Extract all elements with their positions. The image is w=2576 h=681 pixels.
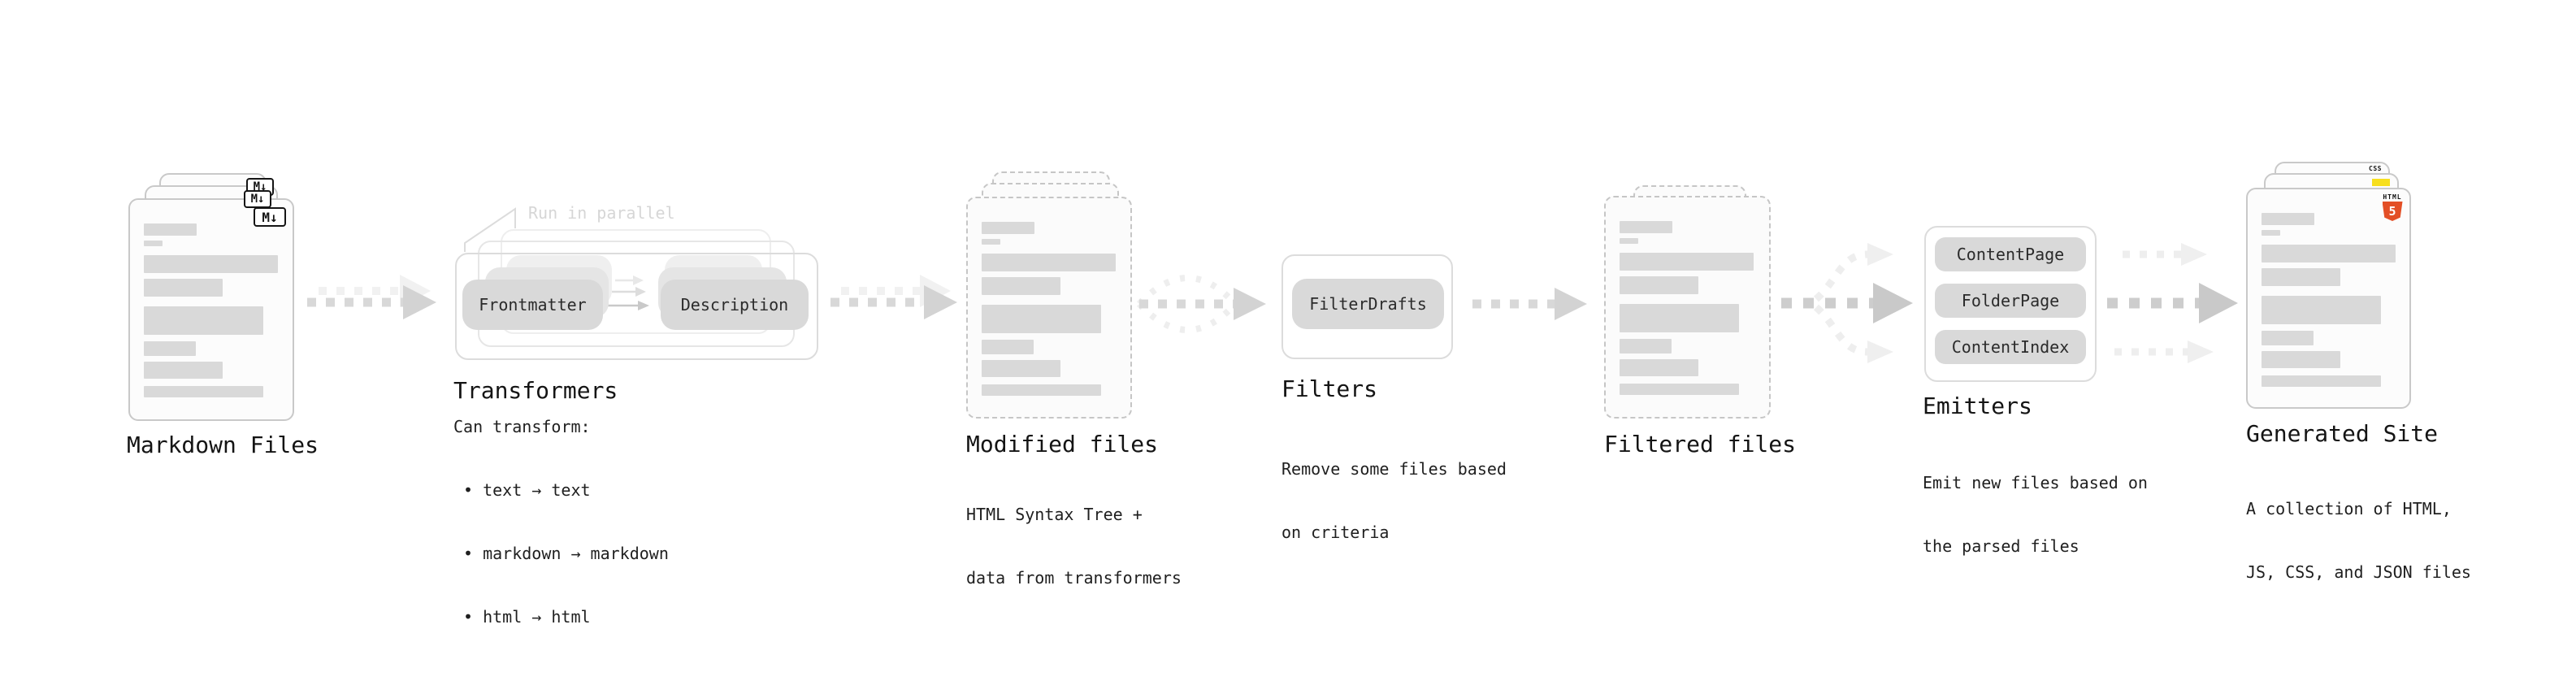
markdown-file-card-front: M↓ (128, 198, 294, 421)
arrow-markdown-to-transformers (307, 275, 436, 319)
filtered-file-card-front (1604, 196, 1771, 419)
description-line: JS, CSS, and JSON files (2246, 562, 2471, 582)
html5-icon: HTML 5 (2382, 193, 2403, 221)
filtered-files-label: Filtered files (1604, 431, 1797, 458)
bullet-item: • markdown → markdown (463, 544, 669, 563)
html5-icon-word: HTML (2383, 193, 2402, 201)
arrow-emitters-to-generated (2107, 243, 2238, 363)
filters-description: Remove some files based on criteria (1281, 416, 1507, 585)
modified-files-label: Modified files (966, 431, 1159, 458)
markdown-icon-glyph: M↓ (262, 209, 278, 225)
modified-files-description: HTML Syntax Tree + data from transformer… (966, 462, 1182, 631)
markdown-icon: M↓ (254, 207, 286, 227)
description-line: A collection of HTML, (2246, 499, 2452, 518)
transformer-layer-front (455, 253, 818, 360)
description-line: Emit new files based on (1923, 473, 2148, 492)
description-line: Remove some files based (1281, 459, 1507, 479)
js-icon (2372, 179, 2390, 186)
transformers-label: Transformers (453, 377, 618, 404)
filterdrafts-pill: FilterDrafts (1292, 279, 1444, 329)
transformers-description: Can transform: (453, 417, 591, 436)
contentindex-pill: ContentIndex (1935, 330, 2086, 364)
bullet-item: • html → html (463, 607, 591, 627)
markdown-icon-glyph: M↓ (250, 193, 265, 206)
emitters-description: Emit new files based on the parsed files (1923, 430, 2148, 599)
folderpage-pill: FolderPage (1935, 284, 2086, 318)
arrow-filters-to-filtered (1472, 288, 1587, 320)
contentpage-pill: ContentPage (1935, 237, 2086, 271)
markdown-files-label: Markdown Files (127, 432, 319, 458)
generated-site-label: Generated Site (2246, 420, 2439, 447)
markdown-icon: M↓ (244, 190, 271, 208)
frontmatter-pill: Frontmatter (462, 280, 603, 330)
generated-site-description: A collection of HTML, JS, CSS, and JSON … (2246, 456, 2471, 625)
transformers-bullet-list: • text → text • markdown → markdown • ht… (463, 437, 669, 670)
html5-icon-shield: 5 (2382, 202, 2403, 221)
emitters-label: Emitters (1923, 393, 2032, 419)
description-line: data from transformers (966, 568, 1182, 588)
modified-file-card-front (966, 197, 1132, 419)
bullet-item: • text → text (463, 480, 591, 500)
arrow-filtered-to-emitters (1781, 243, 1913, 363)
description-line: the parsed files (1923, 536, 2079, 556)
run-in-parallel-annotation: Run in parallel (528, 203, 675, 223)
arrow-frontmatter-to-description (608, 275, 649, 310)
description-pill: Description (661, 280, 809, 330)
description-line: HTML Syntax Tree + (966, 505, 1143, 524)
arrow-transformers-to-modified (830, 275, 957, 319)
description-line: on criteria (1281, 523, 1390, 542)
run-in-parallel-leader-line (464, 207, 516, 252)
arrow-modified-to-filters (1137, 275, 1266, 333)
html5-icon-five: 5 (2388, 204, 2396, 219)
generated-file-card-front: HTML 5 (2246, 188, 2411, 409)
filters-label: Filters (1281, 375, 1378, 402)
